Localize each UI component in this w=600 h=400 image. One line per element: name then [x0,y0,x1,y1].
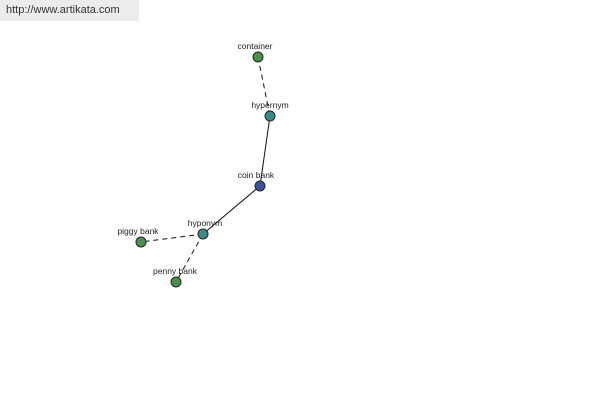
edge-coin-bank-to-hyponym [202,185,261,235]
node-hypernym[interactable]: hypernym [251,100,289,122]
node-container[interactable]: container [238,41,273,63]
edge-hyponym-to-piggy-bank [140,233,204,243]
node-dot-coin-bank[interactable] [254,180,266,192]
edge-hypernym-to-coin-bank [259,115,271,187]
edge-hyponym-to-penny-bank [175,233,204,283]
graph-nodes: container hypernym coin bank hyponym piggy b… [117,41,289,288]
node-label-hyponym[interactable]: hyponym [188,218,223,228]
node-label-piggy-bank[interactable]: piggy bank [117,226,159,236]
edge-container-to-hypernym [257,56,271,117]
node-dot-hyponym[interactable] [197,228,209,240]
node-penny-bank[interactable]: penny bank [153,266,198,288]
node-label-container[interactable]: container [238,41,273,51]
node-piggy-bank[interactable]: piggy bank [117,226,159,248]
node-label-hypernym[interactable]: hypernym [251,100,288,110]
node-hyponym[interactable]: hyponym [188,218,223,240]
node-dot-hypernym[interactable] [264,110,276,122]
node-coin-bank[interactable]: coin bank [238,170,275,192]
site-url-banner[interactable]: http://www.artikata.com [0,0,139,21]
node-label-coin-bank[interactable]: coin bank [238,170,275,180]
node-dot-penny-bank[interactable] [170,276,182,288]
node-dot-piggy-bank[interactable] [135,236,147,248]
graph-edges [140,56,271,283]
node-dot-container[interactable] [252,51,264,63]
node-label-penny-bank[interactable]: penny bank [153,266,198,276]
site-url-text[interactable]: http://www.artikata.com [6,4,120,16]
